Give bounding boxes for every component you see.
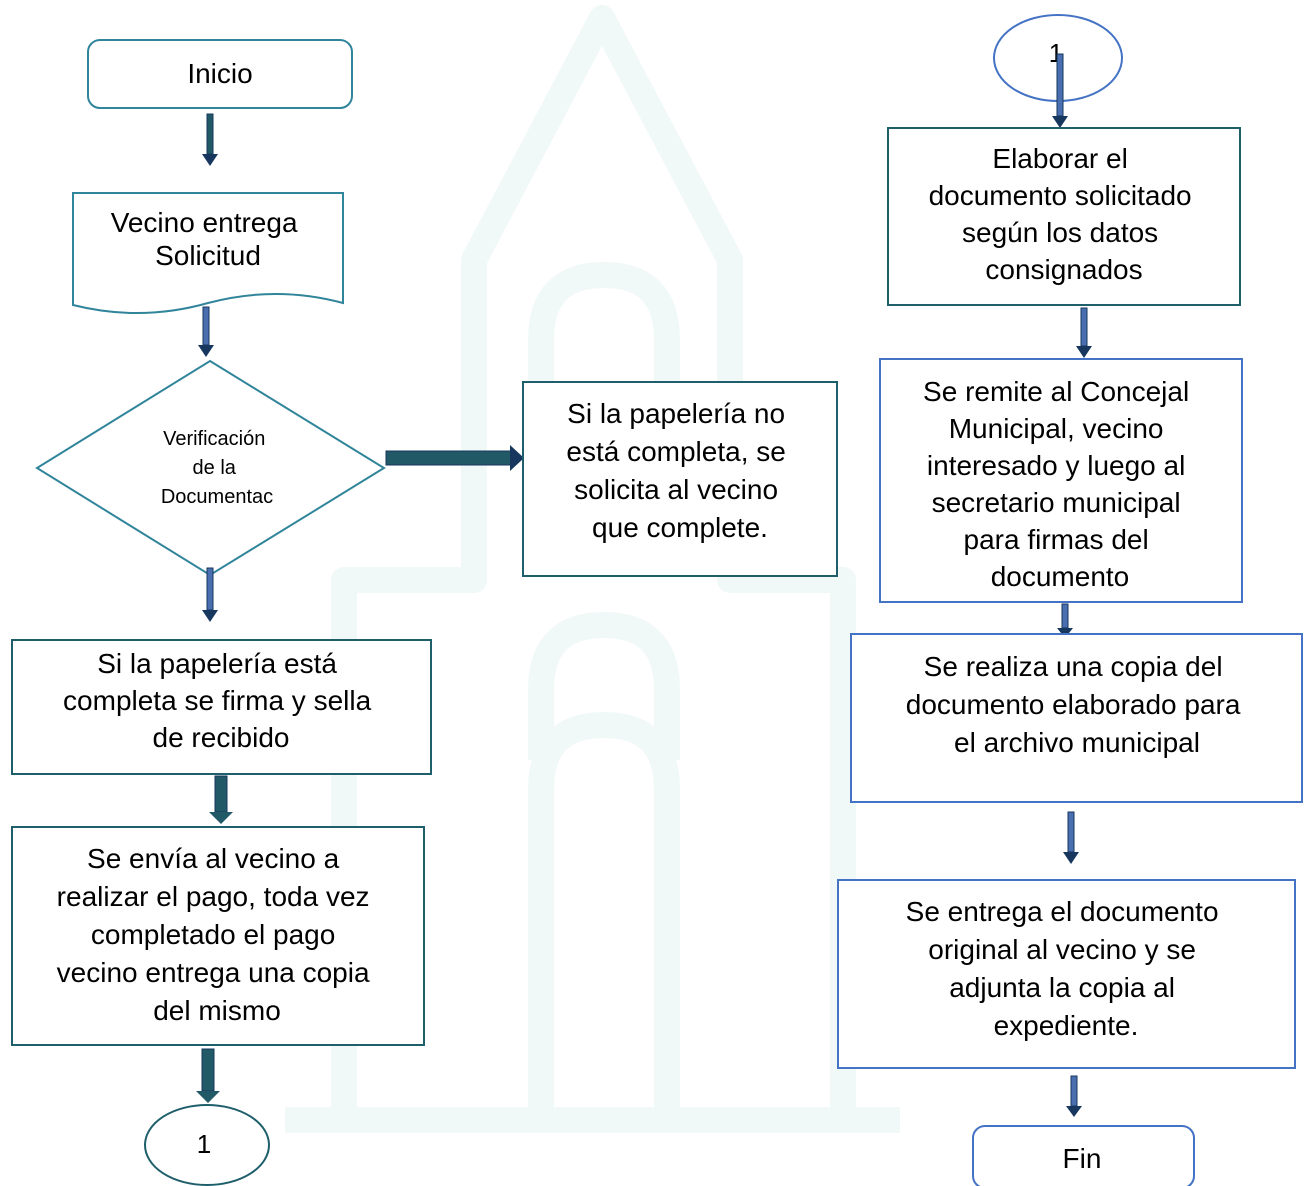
elaborate-process-box xyxy=(887,127,1241,306)
start-terminator xyxy=(87,39,353,109)
start-label: Inicio xyxy=(187,58,252,89)
forward-process-box xyxy=(879,358,1243,603)
arrow-request-to-verification xyxy=(198,306,214,357)
end-label: Fin xyxy=(1063,1143,1102,1174)
arrow-verification-to-complete xyxy=(202,567,218,622)
incomplete-label: Si la papelería no está completa, se sol… xyxy=(566,398,793,543)
arrow-deliver-to-end xyxy=(1066,1075,1082,1117)
request-document-shape xyxy=(72,192,344,314)
arrow-copy-to-deliver xyxy=(1063,811,1079,864)
request-label: Vecino entrega Solicitud xyxy=(111,207,306,271)
arrow-connector-to-elaborate xyxy=(1052,53,1068,128)
arrow-payment-to-connector xyxy=(196,1048,220,1103)
payment-process-box xyxy=(11,826,425,1046)
church-watermark-icon xyxy=(285,5,900,1133)
verification-label: Verificación de la Documentac xyxy=(161,428,273,508)
deliver-process-box xyxy=(837,879,1296,1069)
incomplete-process-box xyxy=(522,381,838,577)
arrow-forward-to-copy xyxy=(1057,603,1073,638)
connector-out xyxy=(144,1104,270,1186)
complete-label: Si la papelería está completa se firma y… xyxy=(63,648,379,753)
complete-process-box xyxy=(11,639,432,775)
copy-label: Se realiza una copia del documento elabo… xyxy=(906,651,1248,758)
copy-process-box xyxy=(850,633,1303,803)
end-terminator xyxy=(972,1125,1195,1186)
forward-label: Se remite al Concejal Municipal, vecino … xyxy=(923,376,1197,592)
arrow-complete-to-payment xyxy=(209,775,233,824)
deliver-label: Se entrega el documento original al veci… xyxy=(906,896,1227,1041)
connector-out-label: 1 xyxy=(197,1129,211,1159)
arrow-start-to-request xyxy=(202,113,218,166)
arrow-elaborate-to-forward xyxy=(1076,307,1092,358)
arrow-verification-to-incomplete xyxy=(385,445,524,471)
elaborate-label: Elaborar el documento solicitado según l… xyxy=(929,143,1200,285)
payment-label: Se envía al vecino a realizar el pago, t… xyxy=(57,843,378,1026)
